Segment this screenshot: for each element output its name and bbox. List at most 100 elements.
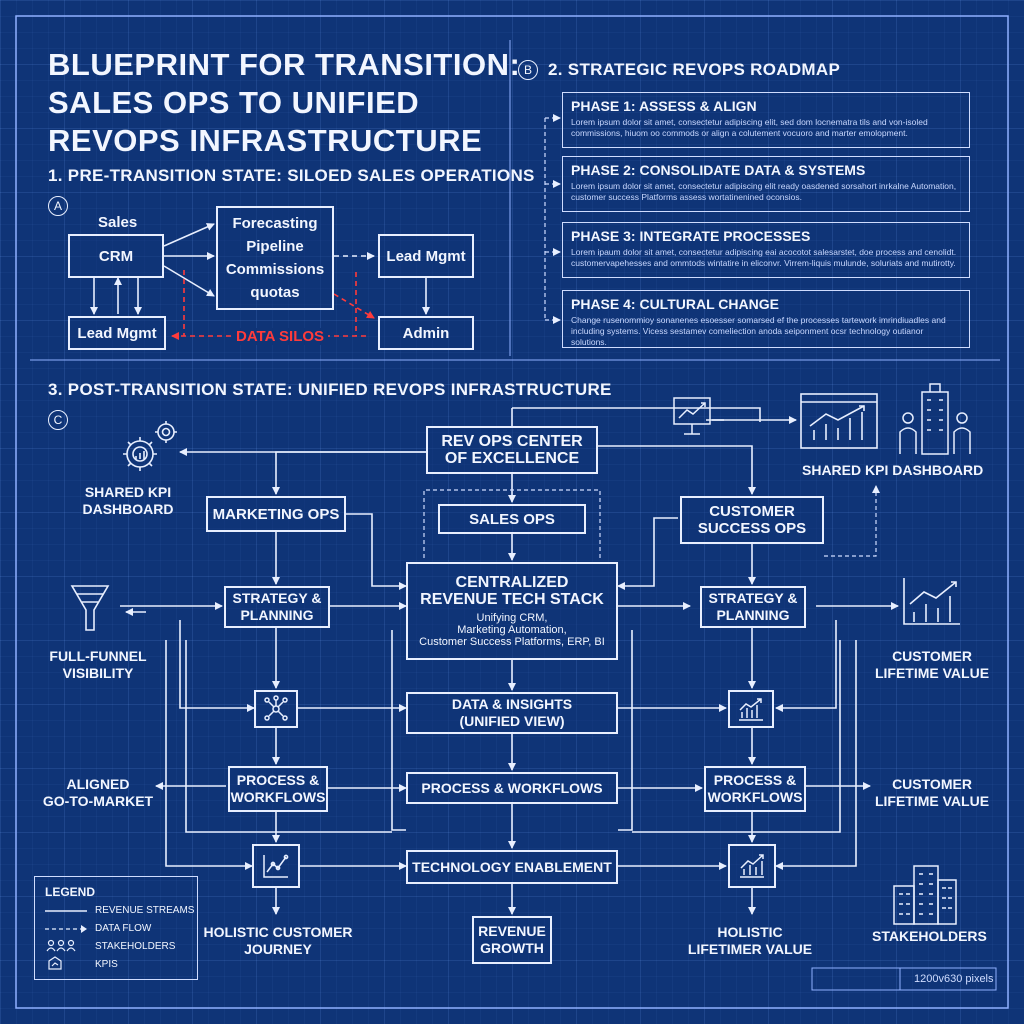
lead-mgmt-left-box: Lead Mgmt: [68, 316, 166, 350]
phase-4-desc: Change rusenommioy sonanenes esoesser so…: [571, 315, 946, 347]
funnel-line-1: FULL-FUNNEL: [49, 648, 147, 664]
bar-chart-icon: [739, 698, 763, 721]
phase-2-title: PHASE 2: CONSOLIDATE DATA & SYSTEMS: [571, 162, 866, 178]
process-workflows-center-box: PROCESS & WORKFLOWS: [406, 772, 618, 804]
stack-line-4: Marketing Automation,: [457, 624, 567, 636]
cs-ops-line-1: CUSTOMER: [709, 503, 795, 520]
line-chart-icon: [263, 854, 289, 878]
main-title-line-1: BLUEPRINT FOR TRANSITION:: [48, 47, 521, 82]
phase-3-title: PHASE 3: INTEGRATE PROCESSES: [571, 228, 811, 244]
stack-line-3: Unifying CRM,: [476, 612, 548, 624]
stack-line-5: Customer Success Platforms, ERP, BI: [419, 636, 605, 648]
network-icon-box: [254, 690, 298, 728]
clv-bottom-line-2: LIFETIME VALUE: [874, 793, 990, 809]
legend: LEGEND REVENUE STREAMS DATA FLOW STAKEHO…: [34, 876, 198, 980]
stack-line-1: CENTRALIZED: [455, 574, 569, 591]
crm-label: CRM: [98, 247, 134, 265]
phase-3-card: PHASE 3: INTEGRATE PROCESSES Lorem ipaum…: [562, 222, 970, 278]
lifetimer-line-1: HOLISTIC: [717, 924, 783, 940]
phase-4-card: PHASE 4: CULTURAL CHANGE Change rusenomm…: [562, 290, 970, 348]
marketing-ops-label: MARKETING OPS: [212, 505, 340, 523]
coe-line-2: OF EXCELLENCE: [444, 450, 580, 467]
trend-chart-icon-box: [728, 844, 776, 888]
analytics-chart-icon-box: [728, 690, 774, 728]
technology-label: TECHNOLOGY ENABLEMENT: [412, 858, 612, 875]
section-3-heading: 3. POST-TRANSITION STATE: UNIFIED REVOPS…: [48, 380, 612, 399]
lead-mgmt-left-label: Lead Mgmt: [77, 324, 157, 342]
cs-ops-line-2: SUCCESS OPS: [697, 520, 807, 537]
shared-kpi-right-label: SHARED KPI DASHBOARD: [802, 462, 984, 478]
section-b-badge: B: [518, 60, 538, 80]
funnel-icon: [70, 585, 110, 631]
phase-1-title: PHASE 1: ASSESS & ALIGN: [571, 98, 757, 114]
process-right-line-2: WORKFLOWS: [707, 789, 803, 805]
building-people-icon: [899, 383, 971, 455]
strategy-left-line-2: PLANNING: [240, 607, 314, 623]
insights-line-1: DATA & INSIGHTS: [451, 696, 573, 712]
strategy-left-line-1: STRATEGY &: [232, 590, 322, 606]
legend-title: LEGEND: [45, 885, 96, 899]
revops-coe-box: REV OPS CENTER OF EXCELLENCE: [426, 426, 598, 474]
data-insights-box: DATA & INSIGHTS (UNIFIED VIEW): [406, 692, 618, 734]
holistic-journey-label: HOLISTIC CUSTOMER JOURNEY: [203, 924, 352, 958]
process-center-label: PROCESS & WORKFLOWS: [421, 779, 603, 796]
sales-label: Sales: [98, 214, 138, 231]
section-c-badge: C: [48, 410, 68, 430]
legend-keys: [45, 910, 87, 970]
clv-top-label: CUSTOMER LIFETIME VALUE: [875, 648, 989, 682]
kpi-dashboard-icon: [800, 393, 878, 449]
centralized-tech-stack-box: CENTRALIZED REVENUE TECH STACK Unifying …: [406, 562, 618, 660]
quotas-label: quotas: [250, 284, 300, 301]
strategy-planning-left-box: STRATEGY & PLANNING: [224, 586, 330, 628]
phase-1-card: PHASE 1: ASSESS & ALIGN Lorem ipsum dolo…: [562, 92, 970, 148]
dimension-note: 1200v630 pixels: [914, 973, 994, 985]
marketing-ops-box: MARKETING OPS: [206, 496, 346, 532]
data-silos-label: DATA SILOS: [232, 328, 329, 345]
coe-line-1: REV OPS CENTER: [441, 433, 583, 450]
crm-box: CRM: [68, 234, 164, 278]
commissions-label: Commissions: [225, 261, 325, 278]
phase-2-card: PHASE 2: CONSOLIDATE DATA & SYSTEMS Lore…: [562, 156, 970, 212]
funnel-line-2: VISIBILITY: [62, 665, 134, 681]
sales-ops-box: SALES OPS: [438, 504, 586, 534]
shared-kpi-left-label: SHARED KPI DASHBOARD: [83, 484, 174, 518]
admin-label: Admin: [402, 324, 450, 342]
growth-line-2: GROWTH: [480, 940, 544, 956]
legend-kpis: KPIS: [95, 959, 118, 970]
clv-top-line-1: CUSTOMER: [892, 648, 972, 664]
journey-line-1: HOLISTIC CUSTOMER: [203, 924, 353, 940]
section-2-heading: 2. STRATEGIC REVOPS ROADMAP: [548, 60, 841, 79]
process-left-line-1: PROCESS &: [236, 772, 320, 788]
pipeline-label: Pipeline: [246, 238, 304, 255]
network-icon: [264, 695, 288, 721]
lead-mgmt-right-box: Lead Mgmt: [378, 234, 474, 278]
kpi-left-line-2: DASHBOARD: [82, 501, 174, 517]
lifetimer-line-2: LIFETIMER VALUE: [687, 941, 813, 957]
section-1-heading: 1. PRE-TRANSITION STATE: SILOED SALES OP…: [48, 166, 535, 185]
stack-line-2: REVENUE TECH STACK: [420, 591, 604, 608]
legend-revenue-streams: REVENUE STREAMS: [95, 905, 195, 916]
lead-mgmt-right-label: Lead Mgmt: [386, 247, 466, 265]
phase-2-desc: Lorem ipsum dolor sit amet, consectetur …: [571, 181, 957, 202]
full-funnel-label: FULL-FUNNEL VISIBILITY: [49, 648, 146, 682]
clv-bottom-line-1: CUSTOMER: [892, 776, 972, 792]
phase-1-desc: Lorem ipsum dolor sit amet, consectetur …: [571, 117, 928, 138]
strategy-right-line-1: STRATEGY &: [708, 590, 798, 606]
clv-top-line-2: LIFETIME VALUE: [874, 665, 990, 681]
stakeholders-label: STAKEHOLDERS: [872, 928, 987, 944]
customer-success-ops-box: CUSTOMER SUCCESS OPS: [680, 496, 824, 544]
forecasting-label: Forecasting: [232, 215, 318, 232]
line-chart-icon-box: [252, 844, 300, 888]
journey-line-2: JOURNEY: [244, 941, 312, 957]
sales-ops-label: SALES OPS: [469, 510, 555, 528]
phase-4-title: PHASE 4: CULTURAL CHANGE: [571, 296, 779, 312]
process-left-line-2: WORKFLOWS: [230, 789, 326, 805]
main-title-line-2: SALES OPS TO UNIFIED: [48, 85, 420, 120]
trend-chart-icon: [740, 854, 764, 878]
process-workflows-left-box: PROCESS & WORKFLOWS: [228, 766, 328, 812]
legend-stakeholders: STAKEHOLDERS: [95, 941, 176, 952]
kpi-left-line-1: SHARED KPI: [84, 484, 172, 500]
process-workflows-right-box: PROCESS & WORKFLOWS: [704, 766, 806, 812]
office-buildings-icon: [893, 865, 957, 925]
